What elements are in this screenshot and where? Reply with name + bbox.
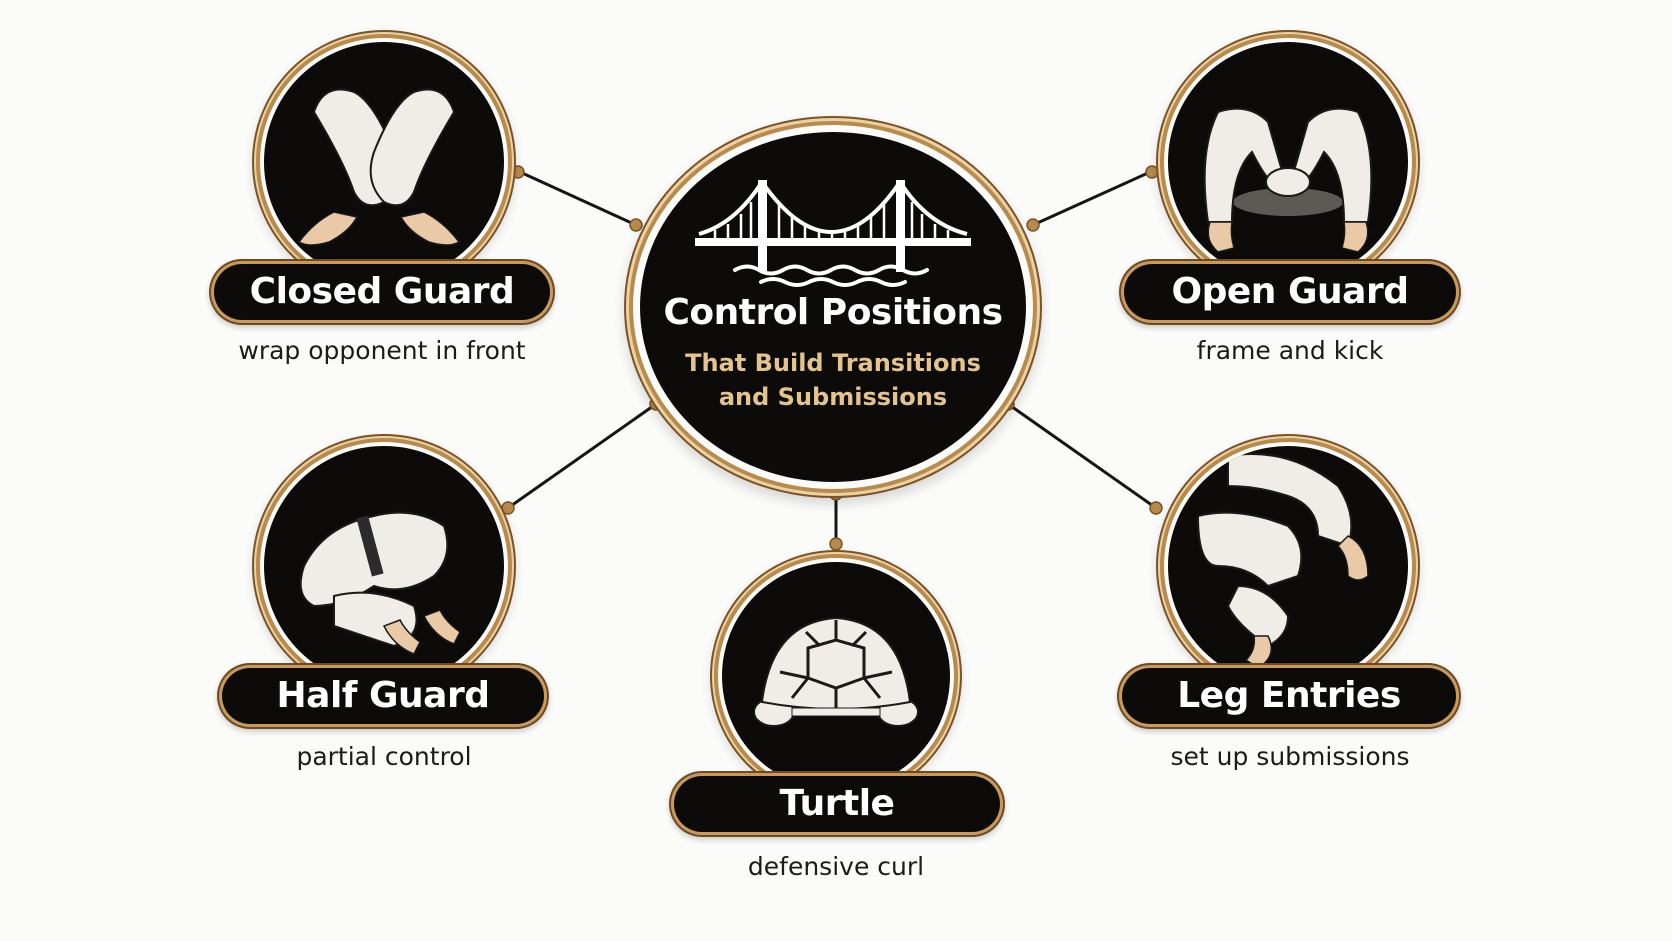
hub-subtitle-line2: and Submissions bbox=[718, 383, 948, 411]
connector-half-guard bbox=[507, 402, 657, 510]
connector-closed-guard bbox=[519, 170, 637, 227]
leg-entanglement-icon bbox=[1196, 453, 1369, 669]
connector-dot bbox=[829, 537, 843, 551]
connector-dot bbox=[1145, 165, 1159, 179]
half-guard-node bbox=[264, 446, 504, 686]
crossed-legs-icon bbox=[297, 88, 461, 246]
connector-dot bbox=[511, 165, 525, 179]
open-guard-label: Open Guard bbox=[1124, 264, 1456, 320]
closed-guard-label: Closed Guard bbox=[214, 264, 550, 320]
hub-subtitle-line1: That Build Transitions bbox=[685, 349, 981, 377]
suspension-bridge-icon bbox=[695, 180, 971, 287]
connector-dot bbox=[829, 487, 843, 501]
open-guard-caption: frame and kick bbox=[1196, 336, 1384, 365]
connector-dot bbox=[1001, 397, 1015, 411]
connector-dot bbox=[501, 501, 515, 515]
connector-open-guard bbox=[1032, 170, 1151, 227]
half-guard-caption: partial control bbox=[296, 742, 472, 771]
connector-dot bbox=[629, 218, 643, 232]
turtle-label: Turtle bbox=[674, 776, 1000, 832]
hub-title: Control Positions bbox=[663, 292, 1003, 333]
central-hub: Control Positions That Build Transitions… bbox=[640, 132, 1026, 482]
closed-guard-node bbox=[264, 42, 504, 282]
leg-entries-node bbox=[1168, 446, 1408, 686]
connector-leg-entries bbox=[1007, 402, 1157, 510]
connector-dot bbox=[1149, 501, 1163, 515]
connector-dot bbox=[649, 397, 663, 411]
half-guard-label: Half Guard bbox=[222, 668, 544, 724]
hub-subtitle: That Build Transitions and Submissions bbox=[640, 346, 1026, 414]
turtle-node bbox=[722, 562, 950, 790]
closed-guard-caption: wrap opponent in front bbox=[238, 336, 526, 365]
half-guard-figure-icon bbox=[299, 511, 461, 655]
turtle-caption: defensive curl bbox=[747, 852, 925, 881]
turtle-shell-icon bbox=[753, 616, 919, 727]
open-guard-node bbox=[1168, 42, 1408, 282]
open-legs-icon bbox=[1203, 107, 1373, 253]
leg-entries-label: Leg Entries bbox=[1122, 668, 1456, 724]
connector-dot bbox=[1026, 218, 1040, 232]
leg-entries-caption: set up submissions bbox=[1170, 742, 1410, 771]
